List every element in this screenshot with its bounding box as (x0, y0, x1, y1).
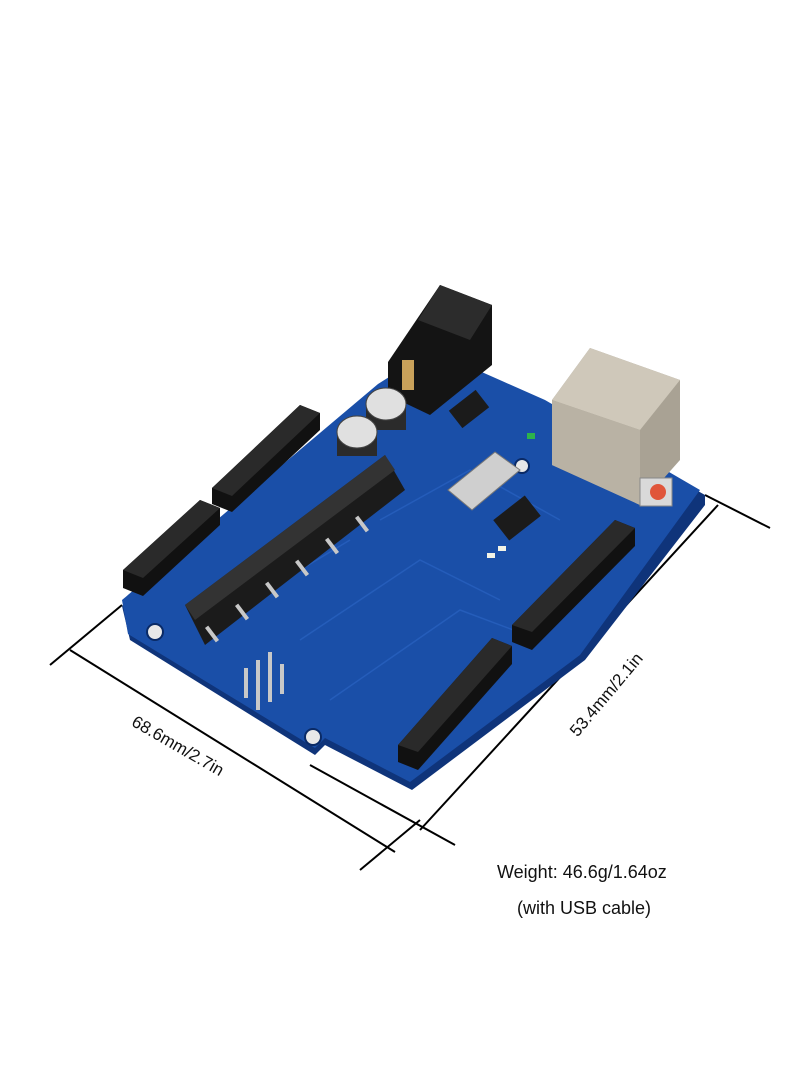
usb-chip (493, 495, 541, 541)
capacitors (336, 387, 407, 456)
icsp-pins (244, 652, 284, 710)
microcontroller-chip (185, 455, 405, 645)
dc-jack (388, 285, 492, 415)
reset-button (639, 477, 673, 507)
power-header (212, 405, 320, 512)
crystal (447, 451, 521, 511)
weight-note: (with USB cable) (517, 898, 652, 918)
digital-header-upper (512, 520, 635, 650)
analog-header (123, 500, 220, 596)
digital-header-lower (398, 638, 512, 770)
usb-connector (552, 348, 680, 505)
status-leds (487, 433, 535, 558)
regulator (448, 389, 490, 429)
weight-caption: Weight: 46.6g/1.64oz (497, 862, 667, 882)
